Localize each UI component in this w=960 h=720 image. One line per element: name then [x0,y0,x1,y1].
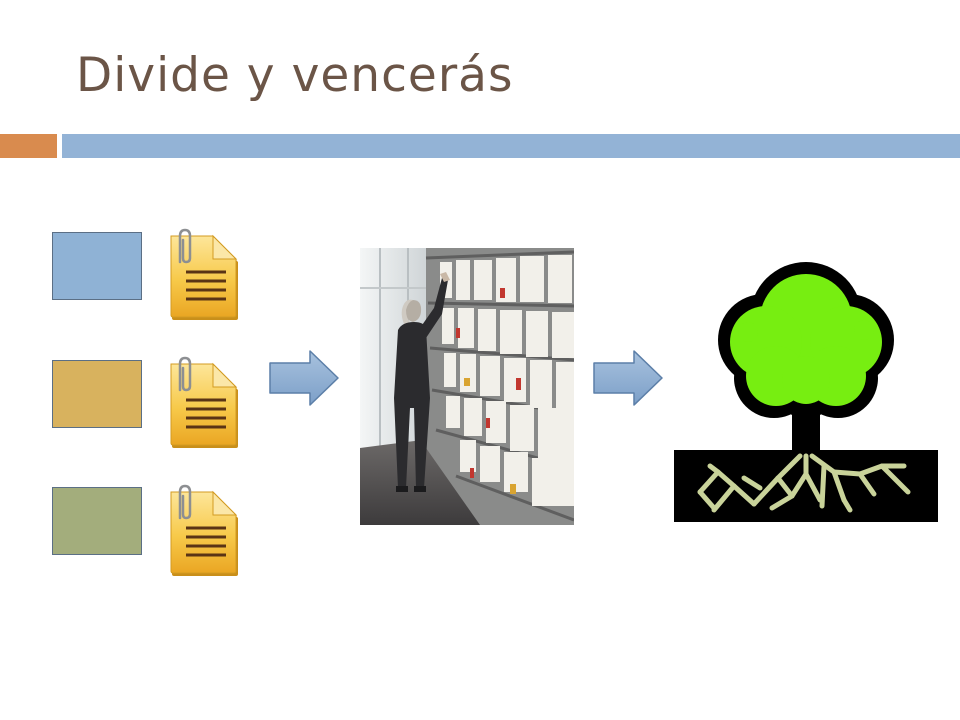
tree-with-roots-icon [674,262,938,522]
archive-shelves-photo [360,248,574,525]
title-accent-orange [0,134,57,158]
document-icon [169,228,240,322]
right-arrow-icon [269,350,339,406]
title-accent-blue [62,134,960,158]
slide-title: Divide y vencerás [76,48,514,103]
document-icon [169,484,240,578]
blue-block [52,232,142,300]
right-arrow-icon [593,350,663,406]
gold-block [52,360,142,428]
olive-block [52,487,142,555]
document-icon [169,356,240,450]
